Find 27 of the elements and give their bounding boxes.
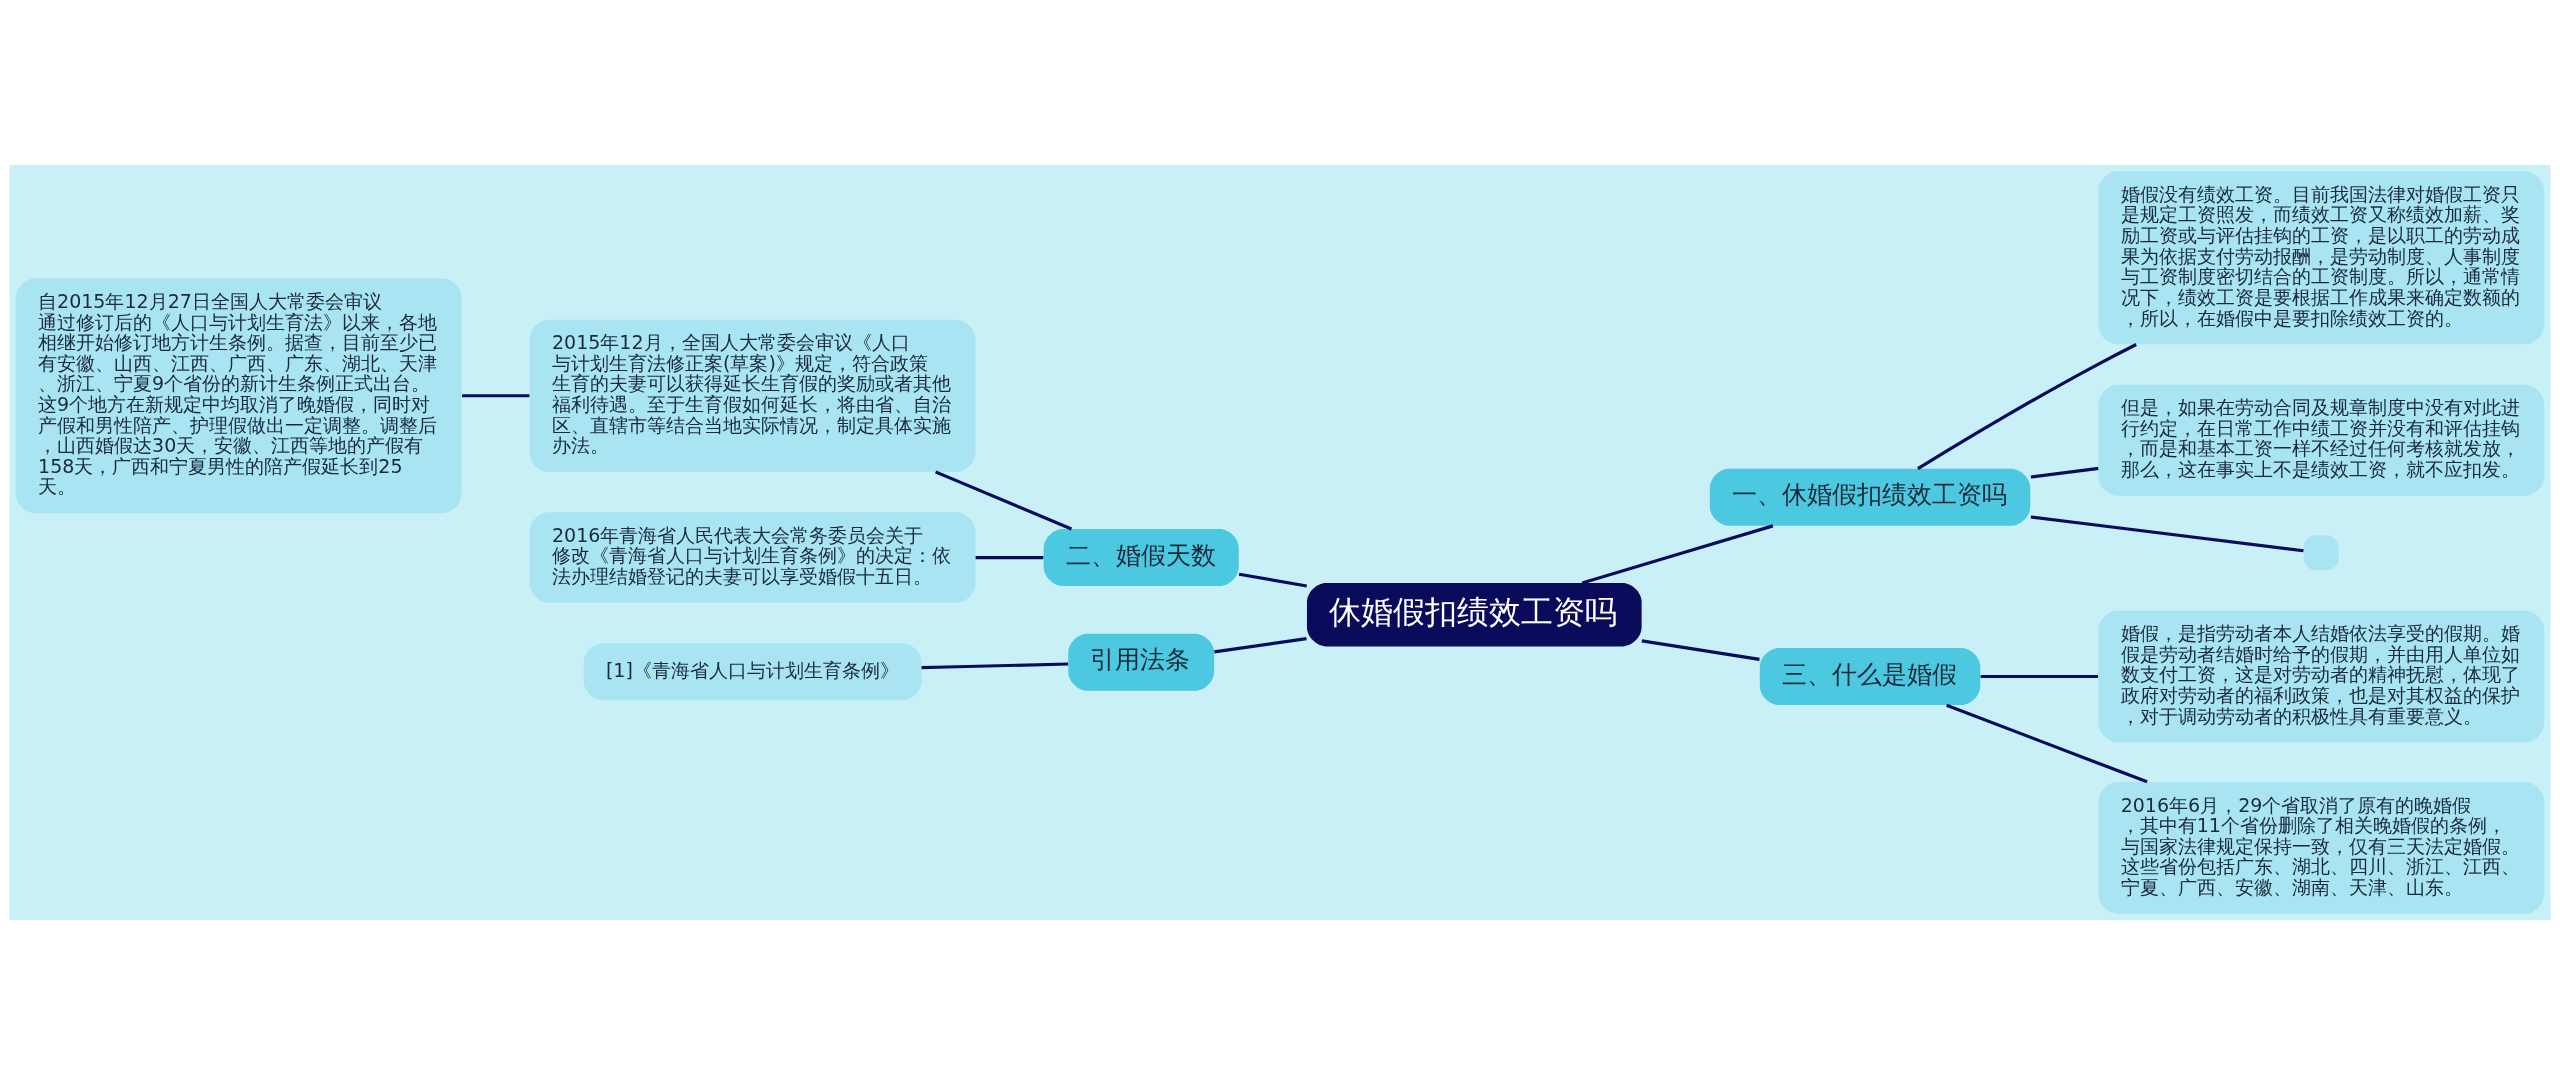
node-box: 一、休婚假扣绩效工资吗 xyxy=(1709,468,2031,526)
node-box: 婚假没有绩效工资。目前我国法律对婚假工资只是规定工资照发，而绩效工资又称绩效加薪、奖励工资或与评估挂钩的工资，是以职工的劳动成果为依据支付劳动报酬，是劳动制度、人事制度与工资制度密切结合的工资制度。所以，通常情况下，绩效工资是要根据工作成果来确定数额的，所以，在婚假中是要扣除绩效工资的。 xyxy=(2098,171,2545,345)
connector xyxy=(975,556,1044,560)
node-box: 2016年6月，29个省取消了原有的晚婚假，其中有11个省份删除了相关晚婚假的条例，与国家法律规定保持一致，仅有三天法定婚假。这些省份包括广东、湖北、四川、浙江、江西、宁夏、广西、安徽、湖南、天津、山东。 xyxy=(2098,782,2545,914)
connector xyxy=(2030,466,2099,479)
connector xyxy=(935,470,1073,531)
node-box: 二、婚假天数 xyxy=(1043,529,1239,587)
connector xyxy=(921,662,1069,670)
node-box: 2015年12月，全国人大常委会审议《人口与计划生育法修正案(草案)》规定，符合政策生育的夫妻可以获得延长生育假的奖励或者其他福利待遇。至于生育假如何延长，将由省、自治区、直辖市等结合当地实际情况，制定具体实施办法。 xyxy=(529,319,976,472)
connector xyxy=(1238,572,1308,588)
node-box: 休婚假扣绩效工资吗 xyxy=(1306,582,1642,647)
connector xyxy=(462,394,530,398)
node-box: 但是，如果在劳动合同及规章制度中没有对此进行约定，在日常工作中绩工资并没有和评估挂钩，而是和基本工资一样不经过任何考核就发放，那么，这在事实上不是绩效工资，就不应扣发。 xyxy=(2098,384,2545,496)
node-box: 三、什么是婚假 xyxy=(1759,648,1981,706)
connector xyxy=(1980,674,2099,679)
node-box: [1]《青海省人口与计划生育条例》 xyxy=(583,643,922,701)
node-box: 婚假，是指劳动者本人结婚依法享受的假期。婚假是劳动者结婚时给予的假期，并由用人单位如数支付工资，这是对劳动者的精神抚慰，体现了政府对劳动者的福利政策，也是对其权益的保护，对于调动劳动者的积极性具有重要意义。 xyxy=(2098,610,2545,743)
connector xyxy=(2030,515,2304,553)
connector xyxy=(1917,343,2137,470)
connector xyxy=(1581,524,1774,585)
node-box xyxy=(2303,535,2339,571)
node-box: 引用法条 xyxy=(1068,633,1215,691)
node-box: 自2015年12月27日全国人大常委会审议通过修订后的《人口与计划生育法》以来，各地相继开始修订地方计生条例。据查，目前至少已有安徽、山西、江西、广西、广东、湖北、天津、浙江、宁夏9个省份的新计生条例正式出台。这9个地方在新规定中均取消了晚婚假，同时对产假和男性陪产、护理假做出一定调整。调整后，山西婚假达30天，安徽、江西等地的产假有158天，广西和宁夏男性的陪产假延长到25天。 xyxy=(15,278,462,514)
connector xyxy=(1946,703,2148,784)
node-box: 2016年青海省人民代表大会常务委员会关于修改《青海省人口与计划生育条例》的决定：依法办理结婚登记的夫妻可以享受婚假十五日。 xyxy=(529,512,976,603)
connector xyxy=(1214,637,1307,654)
connector xyxy=(1641,639,1760,661)
